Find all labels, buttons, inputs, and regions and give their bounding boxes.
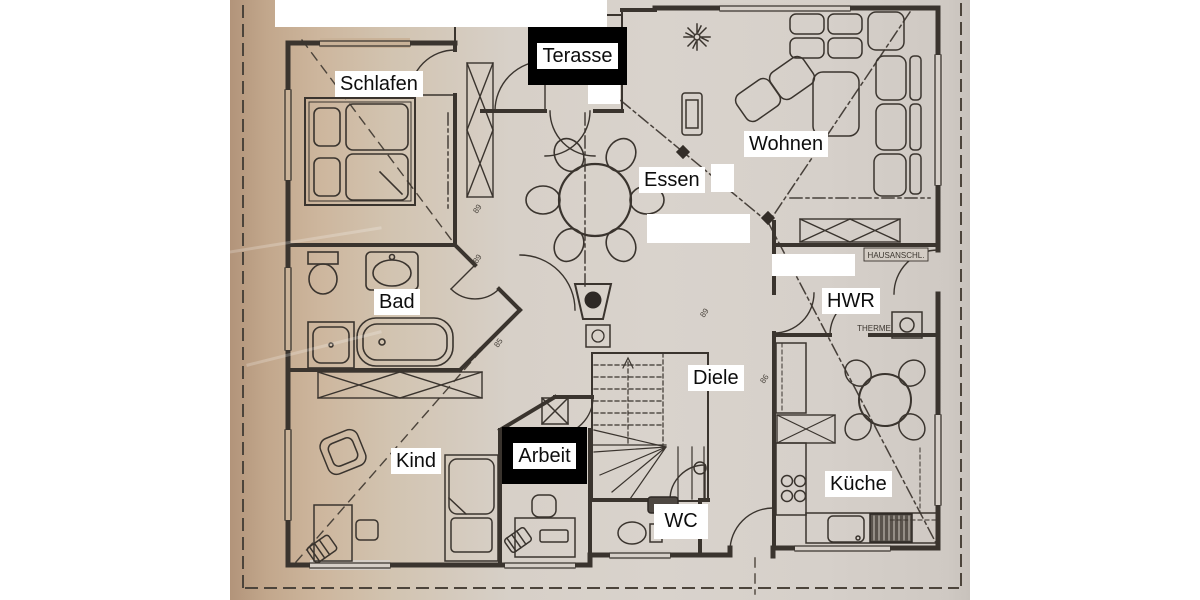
room-label-diele: Diele xyxy=(688,365,744,391)
section-markers xyxy=(675,144,776,226)
therme-text: THERME xyxy=(857,324,891,333)
redaction-white-essen-small xyxy=(711,164,734,192)
redaction-black-terasse: Terasse xyxy=(528,27,627,85)
plant-icon xyxy=(683,23,711,51)
room-label-wc: WC xyxy=(654,504,708,539)
kind-wardrobe xyxy=(317,371,483,399)
redaction-white-top xyxy=(275,0,607,27)
bathroom-fixtures xyxy=(307,251,454,369)
room-label-schlafen: Schlafen xyxy=(335,71,423,97)
sideboard xyxy=(799,218,901,243)
redaction-white-hwr xyxy=(772,254,855,276)
windows xyxy=(283,3,943,570)
room-label-wohnen: Wohnen xyxy=(744,131,829,157)
svg-text:89: 89 xyxy=(698,306,711,319)
technical-texts: HAUSANSCHL. THERME xyxy=(857,251,924,333)
redaction-black-arbeit: Arbeit xyxy=(502,427,587,484)
hall-wardrobe xyxy=(466,62,494,198)
room-label-kueche: Küche xyxy=(825,471,892,497)
dining-table-round xyxy=(557,162,633,238)
room-label-terasse: Terasse xyxy=(537,43,618,69)
floorplan-photo: HAUSANSCHL. THERME 89 89 85 89 86 xyxy=(230,0,970,600)
room-label-hwr: HWR xyxy=(822,288,880,314)
living-room-furniture xyxy=(681,11,922,197)
svg-text:86: 86 xyxy=(758,372,771,385)
hwr-equipment xyxy=(863,247,929,339)
kids-room-furniture xyxy=(306,428,499,564)
hausanschluss-text: HAUSANSCHL. xyxy=(868,251,925,260)
property-boundary-lines xyxy=(242,3,962,595)
chimney xyxy=(573,283,613,348)
room-label-essen: Essen xyxy=(639,167,705,193)
paper-creases xyxy=(230,226,382,367)
room-label-kind: Kind xyxy=(391,448,442,474)
dining-chairs xyxy=(525,137,665,263)
bed-double xyxy=(304,97,416,206)
redaction-white-under-terasse xyxy=(588,85,620,104)
office-furniture xyxy=(504,396,576,558)
door-width-numbers: 89 89 85 89 86 xyxy=(471,202,771,385)
svg-text:89: 89 xyxy=(471,202,484,215)
room-label-bad: Bad xyxy=(374,289,420,315)
redaction-white-essen-wide xyxy=(647,214,750,243)
room-label-arbeit: Arbeit xyxy=(513,442,576,469)
kitchen-fittings xyxy=(775,342,939,544)
